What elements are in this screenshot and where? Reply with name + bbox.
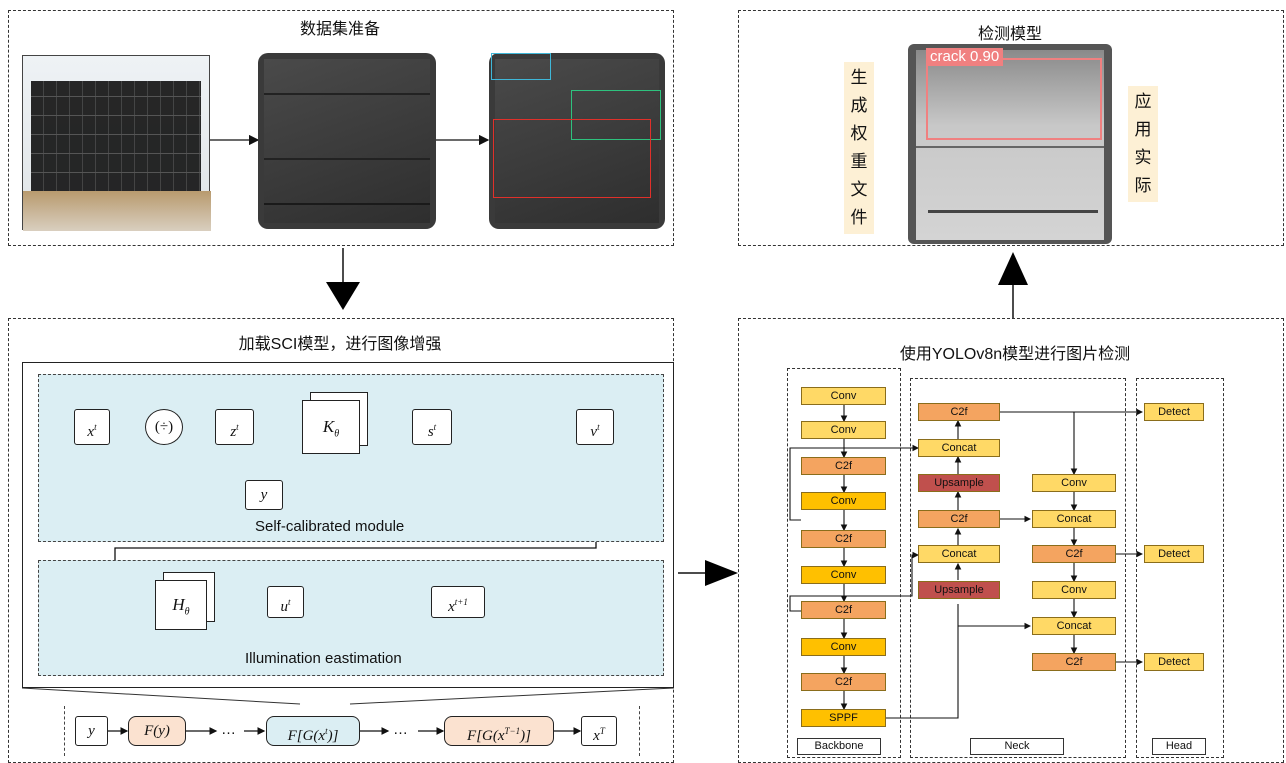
detect-block-1: Detect <box>1144 545 1204 563</box>
neck-left-block-2: Upsample <box>918 474 1000 492</box>
node-vt: vt <box>576 409 614 445</box>
neck-right-block-2: C2f <box>1032 545 1116 563</box>
chain-ellipsis-2: … <box>393 721 408 738</box>
node-ut: ut <box>267 586 304 618</box>
chain-ellipsis-1: … <box>221 721 236 738</box>
head-tag: Head <box>1152 738 1206 755</box>
backbone-block-4: C2f <box>801 530 886 548</box>
head-frame <box>1136 378 1224 758</box>
char: 权 <box>850 124 868 143</box>
node-zt: zt <box>215 409 254 445</box>
node-y: y <box>245 480 283 510</box>
char: 成 <box>850 96 868 115</box>
backbone-tag: Backbone <box>797 738 881 755</box>
char: 重 <box>850 152 868 171</box>
yolo-title: 使用YOLOv8n模型进行图片检测 <box>899 346 1131 363</box>
chain-fg-t: F[G(xt)] <box>266 716 360 746</box>
char: 应 <box>1134 92 1152 111</box>
backbone-frame <box>787 368 901 758</box>
sci-inner-frame <box>22 362 674 688</box>
dataset-title: 数据集准备 <box>299 21 380 38</box>
chain-y: y <box>75 716 108 746</box>
node-xt: xt <box>74 409 110 445</box>
neck-right-block-4: Concat <box>1032 617 1116 635</box>
backbone-block-2: C2f <box>801 457 886 475</box>
node-htheta: Hθ <box>155 580 207 630</box>
detect-block-2: Detect <box>1144 653 1204 671</box>
char: 实 <box>1134 148 1152 167</box>
detection-result-image: crack 0.90 <box>908 44 1112 244</box>
char: 用 <box>1134 120 1152 139</box>
bbox-blue <box>491 53 551 80</box>
illumination-label: Illumination eastimation <box>245 650 402 667</box>
detect-block-0: Detect <box>1144 403 1204 421</box>
backbone-block-9: SPPF <box>801 709 886 727</box>
solar-panel-photo <box>22 55 211 231</box>
sci-title: 加载SCI模型，进行图像增强 <box>238 336 442 353</box>
detection-box <box>926 58 1102 140</box>
char: 件 <box>850 208 868 227</box>
apply-practice-text: 应用实际 <box>1128 86 1158 202</box>
neck-left-block-5: Upsample <box>918 581 1000 599</box>
neck-right-block-0: Conv <box>1032 474 1116 492</box>
neck-right-block-1: Concat <box>1032 510 1116 528</box>
backbone-block-8: C2f <box>801 673 886 691</box>
dataset-panel <box>8 10 674 246</box>
backbone-block-6: C2f <box>801 601 886 619</box>
node-div: (÷) <box>145 409 183 445</box>
backbone-block-5: Conv <box>801 566 886 584</box>
detection-label: crack 0.90 <box>926 48 1004 66</box>
backbone-block-0: Conv <box>801 387 886 405</box>
node-st: st <box>412 409 452 445</box>
backbone-block-7: Conv <box>801 638 886 656</box>
bbox-green <box>571 90 661 140</box>
backbone-block-3: Conv <box>801 492 886 510</box>
char: 生 <box>850 68 868 87</box>
char: 文 <box>850 180 868 199</box>
illumination-module <box>38 560 664 676</box>
neck-left-block-4: Concat <box>918 545 1000 563</box>
neck-right-block-5: C2f <box>1032 653 1116 671</box>
neck-frame <box>910 378 1126 758</box>
chain-fg-T1: F[G(xT−1)] <box>444 716 554 746</box>
el-cell-image <box>258 53 436 229</box>
char: 际 <box>1134 176 1152 195</box>
down-arrow-icon <box>326 282 360 310</box>
self-calibrated-label: Self-calibrated module <box>255 518 405 535</box>
generate-weights-text: 生成权重文件 <box>844 62 874 234</box>
detect-panel <box>738 10 1284 246</box>
node-ktheta: Kθ <box>302 400 360 454</box>
annotated-cell-image <box>489 53 665 229</box>
chain-fy: F(y) <box>128 716 186 746</box>
bbox-red <box>493 119 651 198</box>
right-arrow-icon <box>705 560 738 586</box>
neck-right-block-3: Conv <box>1032 581 1116 599</box>
neck-left-block-1: Concat <box>918 439 1000 457</box>
neck-left-block-3: C2f <box>918 510 1000 528</box>
neck-tag: Neck <box>970 738 1064 755</box>
detect-title: 检测模型 <box>977 26 1042 43</box>
chain-frame <box>64 706 640 756</box>
chain-xT: xT <box>581 716 617 746</box>
up-arrow-icon <box>998 252 1028 285</box>
backbone-block-1: Conv <box>801 421 886 439</box>
node-xt1: xt+1 <box>431 586 485 618</box>
neck-left-block-0: C2f <box>918 403 1000 421</box>
